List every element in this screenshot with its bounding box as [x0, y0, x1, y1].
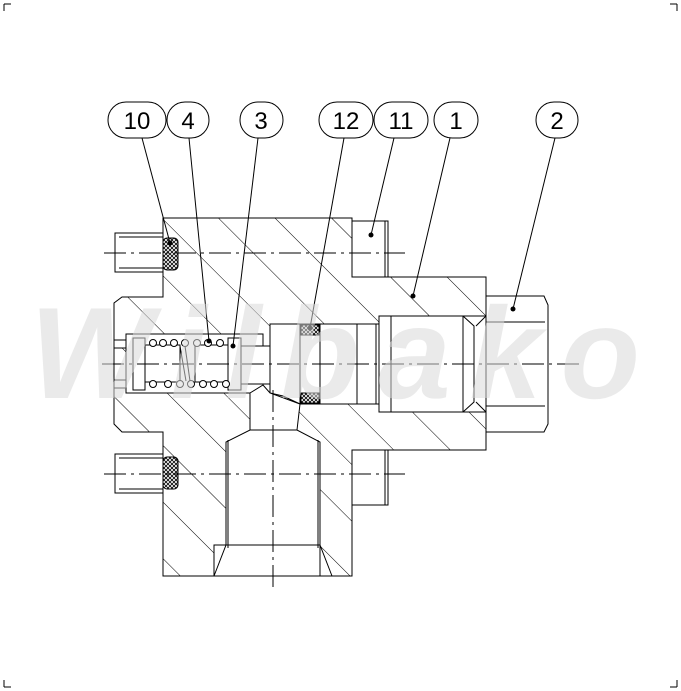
leader-dots [167, 232, 516, 349]
balloon-1: 1 [433, 101, 479, 139]
seal-10-bottom [162, 456, 179, 490]
seal-10-top [162, 237, 179, 271]
balloon-2: 2 [535, 101, 579, 139]
balloon-10: 10 [107, 101, 167, 139]
plug-11-top [351, 220, 389, 278]
balloon-11: 11 [373, 101, 429, 139]
balloon-label: 1 [449, 108, 462, 135]
seal-12-bottom [300, 392, 320, 404]
balloon-label: 11 [389, 108, 414, 135]
plug-11-bottom [351, 449, 389, 506]
balloon-4: 4 [166, 101, 210, 139]
leader-lines [141, 137, 556, 347]
balloon-label: 2 [550, 108, 563, 135]
balloon-label: 4 [181, 108, 194, 135]
corner-marks [3, 3, 678, 688]
balloon-3: 3 [239, 101, 284, 139]
balloon-12: 12 [318, 101, 374, 139]
balloon-label: 12 [333, 108, 360, 135]
center-lines [102, 252, 580, 590]
spring-4 [149, 339, 230, 388]
balloon-label: 10 [124, 108, 151, 135]
balloon-label: 3 [254, 108, 267, 135]
